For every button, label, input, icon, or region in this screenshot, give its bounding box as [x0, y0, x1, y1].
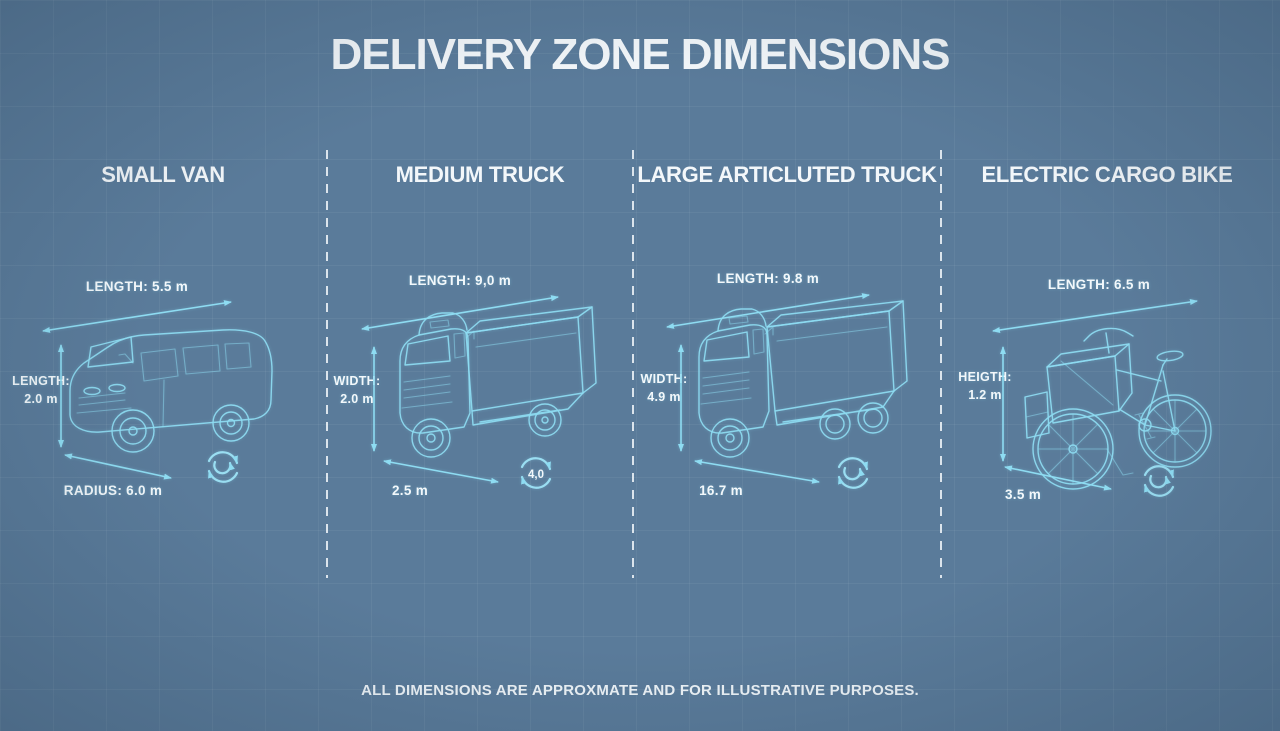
section-title-medium-truck: MEDIUM TRUCK: [395, 162, 565, 187]
dashed-divider: [632, 150, 634, 578]
bike-side-label-title: HEIGTH:: [958, 370, 1012, 384]
truck-length-dimension: LENGTH: 9.8 m: [666, 271, 870, 329]
van-radius-label: RADIUS: 6.0 m: [64, 483, 162, 498]
turn-radius-icon: [1143, 465, 1175, 497]
van-illustration: LENGTH: 5.5 m LENGTH: 2.0 m RADIUS: 6.0 …: [12, 279, 273, 498]
truck-width-dimension: WIDTH: 2.0 m: [334, 346, 381, 452]
van-icon: [69, 329, 273, 453]
turn-radius-value: 4,0: [528, 469, 544, 481]
section-title-large-truck: LARGE ARTICLUTED TRUCK: [637, 162, 937, 187]
bike-length-dimension: LENGTH: 6.5 m: [992, 277, 1198, 333]
van-side-label-value: 2.0 m: [24, 392, 57, 406]
bike-side-label-value: 1.2 m: [968, 388, 1001, 402]
disclaimer-text: ALL DIMENSIONS ARE APPROXMATE AND FOR IL…: [361, 682, 919, 699]
cargo-bike-illustration: LENGTH: 6.5 m HEIGTH: 1.2 m 3.5 m: [958, 277, 1212, 502]
section-title-small-van: SMALL VAN: [101, 162, 225, 187]
truck-side-label-title: WIDTH:: [641, 372, 688, 386]
large-truck-illustration: LENGTH: 9.8 m WIDTH: 4.9 m 16.7 m: [641, 271, 908, 498]
bike-bottom-label: 3.5 m: [1005, 487, 1041, 502]
bike-length-label: LENGTH: 6.5 m: [1048, 277, 1150, 292]
bike-bottom-dimension: 3.5 m: [1004, 465, 1112, 502]
van-length-label: LENGTH: 5.5 m: [86, 279, 188, 294]
dashed-divider: [326, 150, 328, 578]
section-small-van: LENGTH: 5.5 m LENGTH: 2.0 m RADIUS: 6.0 …: [6, 235, 320, 503]
section-large-truck: LENGTH: 9.8 m WIDTH: 4.9 m 16.7 m: [636, 235, 938, 503]
section-title-cargo-bike: ELECTRIC CARGO BIKE: [981, 162, 1233, 187]
truck-bottom-dimension: 16.7 m: [694, 459, 820, 498]
articulated-truck-icon: [698, 300, 908, 458]
turn-radius-icon: [837, 457, 869, 489]
truck-length-dimension: LENGTH: 9,0 m: [361, 273, 559, 331]
bike-height-dimension: HEIGTH: 1.2 m: [958, 346, 1012, 462]
truck-length-label: LENGTH: 9.8 m: [717, 271, 819, 286]
truck-bottom-label: 2.5 m: [392, 483, 428, 498]
truck-length-label: LENGTH: 9,0 m: [409, 273, 511, 288]
cargo-bike-icon: [1024, 327, 1212, 490]
truck-width-dimension: WIDTH: 4.9 m: [641, 344, 688, 452]
page-title: DELIVERY ZONE DIMENSIONS: [330, 30, 951, 79]
van-side-label-title: LENGTH:: [12, 374, 70, 388]
van-length-dimension: LENGTH: 5.5 m: [42, 279, 232, 333]
truck-bottom-label: 16.7 m: [699, 483, 743, 498]
turn-radius-icon: 4,0: [520, 457, 552, 489]
van-radius-dimension: RADIUS: 6.0 m: [64, 453, 172, 498]
section-cargo-bike: LENGTH: 6.5 m HEIGTH: 1.2 m 3.5 m: [946, 235, 1268, 503]
truck-side-label-value: 4.9 m: [647, 390, 680, 404]
turn-radius-icon: [207, 451, 239, 483]
van-height-dimension: LENGTH: 2.0 m: [12, 344, 70, 448]
section-medium-truck: LENGTH: 9,0 m WIDTH: 2.0 m 2.5 m 4,0: [330, 235, 630, 503]
truck-side-label-title: WIDTH:: [334, 374, 381, 388]
box-truck-icon: [399, 306, 597, 458]
truck-bottom-dimension: 2.5 m: [383, 459, 499, 498]
dashed-divider: [940, 150, 942, 578]
truck-side-label-value: 2.0 m: [340, 392, 373, 406]
medium-truck-illustration: LENGTH: 9,0 m WIDTH: 2.0 m 2.5 m 4,0: [334, 273, 597, 498]
